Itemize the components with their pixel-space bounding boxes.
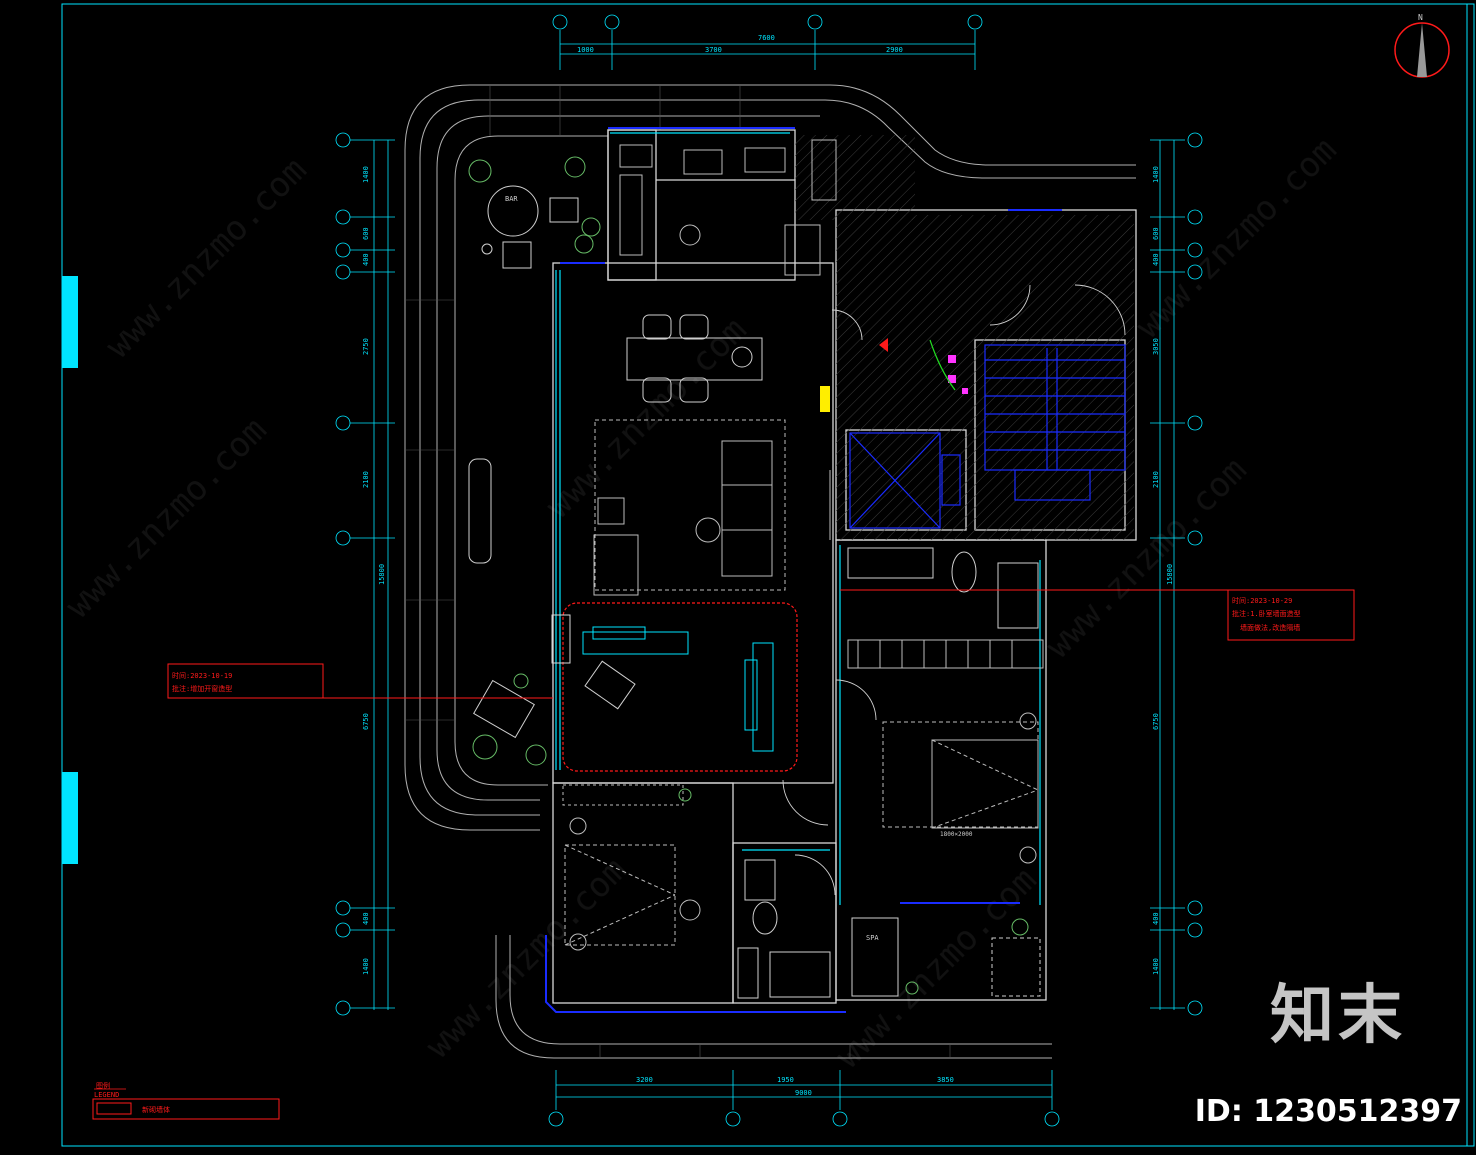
svg-text:www.znzmo.com: www.znzmo.com <box>1128 130 1344 346</box>
master-bedroom <box>847 639 1044 864</box>
bottom-dim-2: 1950 <box>777 1076 794 1084</box>
right-dimension-chain <box>1150 132 1203 1016</box>
svg-text:400: 400 <box>362 912 370 925</box>
svg-text:时间:2023-10-19: 时间:2023-10-19 <box>172 671 232 680</box>
terrace-paving-lines <box>405 85 951 1058</box>
frame-tab-bottom <box>62 772 78 864</box>
svg-text:墙面做法,改造隔墙: 墙面做法,改造隔墙 <box>1240 623 1300 632</box>
svg-text:1400: 1400 <box>362 958 370 975</box>
study-chair <box>584 660 636 710</box>
bottom-dim-1: 3200 <box>636 1076 653 1084</box>
door-swings <box>782 284 1126 896</box>
bar-label: BAR <box>505 195 518 203</box>
bottom-dimension-chain <box>548 1070 1060 1127</box>
green-door-swing <box>929 339 956 391</box>
frame-tab-top <box>62 276 78 368</box>
bottom-total-dim: 9000 <box>795 1089 812 1097</box>
left-dimension-labels: 1400 600 400 2750 2100 15800 6750 400 14… <box>362 166 386 975</box>
svg-text:www.znzmo.com: www.znzmo.com <box>418 850 634 1066</box>
top-dim-2: 3700 <box>705 46 722 54</box>
svg-text:400: 400 <box>1152 253 1160 266</box>
svg-text:LEGEND: LEGEND <box>94 1091 119 1099</box>
svg-text:时间:2023-10-29: 时间:2023-10-29 <box>1232 596 1292 605</box>
svg-text:2100: 2100 <box>362 471 370 488</box>
right-dimension-labels: 1400 600 400 3050 2100 15800 6750 400 14… <box>1152 166 1174 975</box>
svg-text:www.znzmo.com: www.znzmo.com <box>98 150 314 366</box>
study-window-frame <box>551 614 571 664</box>
annotation-left: 时间:2023-10-19 批注:增加开窗造型 <box>167 663 553 699</box>
svg-text:2750: 2750 <box>362 338 370 355</box>
svg-text:1400: 1400 <box>1152 958 1160 975</box>
glazing-lines <box>555 132 1041 905</box>
svg-text:1400: 1400 <box>362 166 370 183</box>
bar-area <box>481 185 579 269</box>
image-id: ID: 1230512397 <box>1194 1094 1462 1129</box>
drawing-frame <box>61 3 1475 1147</box>
svg-text:1400: 1400 <box>1152 166 1160 183</box>
north-compass-icon: N <box>1394 13 1450 78</box>
brand-logo: 知末 <box>1270 979 1406 1053</box>
svg-text:600: 600 <box>1152 227 1160 240</box>
svg-text:www.znzmo.com: www.znzmo.com <box>58 410 274 626</box>
annotation-right: 时间:2023-10-29 批注:1.卧室墙面造型 墙面做法,改造隔墙 <box>840 589 1355 641</box>
spa-label: SPA <box>866 934 879 942</box>
svg-text:6750: 6750 <box>362 713 370 730</box>
svg-text:3050: 3050 <box>1152 338 1160 355</box>
balcony-table <box>991 937 1041 997</box>
svg-text:400: 400 <box>1152 912 1160 925</box>
terrace-bench <box>468 458 492 564</box>
compass-label: N <box>1418 13 1423 22</box>
living-room-furniture <box>593 419 831 596</box>
yellow-meter <box>820 386 830 412</box>
revision-cloud-study <box>562 602 798 772</box>
legend: 图例 LEGEND 新砌墙体 <box>92 1081 280 1120</box>
svg-text:批注:1.卧室墙面造型: 批注:1.卧室墙面造型 <box>1232 609 1301 618</box>
fire-markers <box>948 355 968 394</box>
stairwell <box>984 344 1126 501</box>
left-dimension-chain <box>335 132 395 1016</box>
bed-size-label: 1800×2000 <box>940 831 973 838</box>
second-bedroom <box>562 784 701 951</box>
terrace-lounger <box>473 679 535 739</box>
top-dimension-chain <box>552 14 983 70</box>
svg-text:2100: 2100 <box>1152 471 1160 488</box>
svg-text:6750: 6750 <box>1152 713 1160 730</box>
elevator-shaft <box>849 432 961 529</box>
bottom-dim-3: 3850 <box>937 1076 954 1084</box>
plant-icons <box>468 156 1029 995</box>
entrance-arrow-icon <box>879 338 888 352</box>
svg-text:600: 600 <box>362 227 370 240</box>
svg-text:新砌墙体: 新砌墙体 <box>142 1105 170 1114</box>
svg-text:批注:增加开窗造型: 批注:增加开窗造型 <box>172 684 232 693</box>
top-total-dim: 7600 <box>758 34 775 42</box>
top-dim-3: 2900 <box>886 46 903 54</box>
blue-wall-lines <box>545 127 1062 1013</box>
svg-text:400: 400 <box>362 253 370 266</box>
study-furniture <box>582 626 774 752</box>
bathroom-fixtures <box>737 547 1039 999</box>
terrace-outline <box>404 84 1136 1059</box>
svg-text:15800: 15800 <box>1166 564 1174 585</box>
svg-text:图例: 图例 <box>96 1081 110 1090</box>
top-dim-1: 1000 <box>577 46 594 54</box>
lobby-hatch-area <box>795 135 915 220</box>
svg-text:15800: 15800 <box>378 564 386 585</box>
dining-set <box>626 314 763 403</box>
spa-tub <box>851 917 899 997</box>
kitchen-fixtures <box>619 139 837 276</box>
